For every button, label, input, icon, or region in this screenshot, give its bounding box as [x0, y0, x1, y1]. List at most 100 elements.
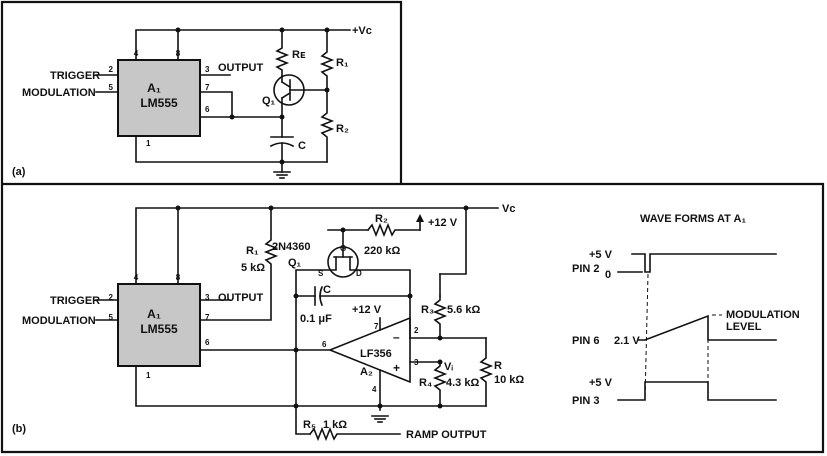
wire-r3-top-b	[439, 207, 467, 275]
fet-source-b	[295, 256, 337, 351]
modulation-label-b: MODULATION	[22, 315, 96, 327]
pin-7-b: 7	[205, 313, 210, 322]
pin6-level: 2.1 V	[614, 335, 640, 347]
r3-label-b: R₃	[421, 304, 434, 316]
pin-2-a: 2	[109, 65, 114, 74]
resistor-r2-b	[366, 222, 421, 238]
q1-collector-a	[280, 91, 292, 100]
chip-a1-b-name: A₁	[147, 307, 161, 321]
wire-pin7-a	[199, 91, 233, 118]
fet-s-b: S	[318, 269, 324, 278]
r4-label-b: R₄	[419, 377, 432, 389]
pin2-name: PIN 2	[572, 263, 600, 275]
pin-3-b: 3	[205, 293, 210, 302]
supply-label-b: Vᴄ	[502, 203, 515, 215]
pin-1-a: 1	[146, 139, 151, 148]
frame-b	[0, 182, 825, 454]
pin6-name: PIN 6	[572, 335, 600, 347]
pin-6-b: 6	[205, 338, 210, 347]
ramp-output-label-b: RAMP OUTPUT	[406, 429, 487, 441]
pin2-low: 0	[605, 269, 611, 281]
q1-label-a: Q₁	[262, 95, 276, 107]
cap-label-a: C	[298, 140, 306, 152]
chip-a1-a-name: A₁	[147, 81, 161, 95]
waveforms-title: WAVE FORMS AT A₁	[640, 213, 746, 225]
junction-b11	[377, 403, 383, 409]
pin-5-a: 5	[109, 83, 114, 92]
resistor-r1-b	[199, 207, 279, 321]
r2-label-a: R₂	[336, 123, 349, 135]
waveforms: WAVE FORMS AT A₁ PIN 2 +5 V 0 PIN 6 2.1 …	[572, 213, 800, 407]
label-b: (b)	[12, 423, 26, 435]
pin3-high: +5 V	[589, 377, 613, 389]
r1-value-b: 5 kΩ	[241, 262, 265, 274]
re-label-a: Rᴇ	[292, 49, 306, 61]
rail-vc-a	[135, 29, 351, 61]
opamp-ref-b: A₂	[360, 366, 373, 378]
arrow-12v-b	[416, 214, 424, 222]
wire-r5-left-b	[295, 349, 311, 435]
chip-a1-b	[117, 283, 201, 367]
resistor-r3-b	[432, 295, 448, 339]
frame-a	[0, 0, 403, 184]
circuit-b: A₁ LM555 4 8 2 5 3 7 6 1 TRIGGER MODULAT…	[12, 203, 524, 442]
pin-1-b: 1	[146, 371, 151, 380]
r4-value-b: 4.3 kΩ	[446, 377, 479, 389]
fet-g-b: G	[340, 244, 346, 253]
resistor-r-b	[478, 337, 494, 407]
output-label-a: OUTPUT	[218, 62, 264, 74]
fet-label-b: Q₁	[288, 257, 302, 269]
junction-a7	[279, 159, 285, 165]
pin-6-a: 6	[205, 105, 210, 114]
rail-vc-b	[135, 207, 499, 285]
r2-label-b: R₂	[375, 213, 388, 225]
supply-label-a: +Vᴄ	[352, 25, 372, 37]
resistor-re-a	[274, 29, 290, 77]
resistor-r5-b	[308, 426, 401, 442]
pin-7-a: 7	[205, 83, 210, 92]
pin-2-b: 2	[109, 293, 114, 302]
junction-a2	[175, 27, 181, 33]
fet-part-b: 2N4360	[272, 241, 311, 253]
trigger-label-b: TRIGGER	[50, 295, 100, 307]
q1-emitter-a	[280, 80, 292, 89]
rail-gnd-a	[135, 135, 328, 163]
pin3-name: PIN 3	[572, 395, 600, 407]
resistor-r2-a	[319, 89, 335, 163]
pin-5-b: 5	[109, 313, 114, 322]
circuit-a: A₁ LM555 4 8 2 5 3 7 6 1 TRIGGER MODULAT…	[12, 25, 372, 179]
modulation-label-a: MODULATION	[22, 87, 96, 99]
resistor-r1-a	[319, 29, 335, 91]
junction-b12	[437, 403, 443, 409]
r-value-b: 10 kΩ	[494, 374, 524, 386]
r1-label-b: R₁	[246, 245, 259, 257]
resistor-r4-b	[432, 361, 448, 407]
fet-drain-b	[349, 256, 411, 297]
timing-guide-1	[644, 273, 649, 401]
chip-a1-a-part: LM555	[140, 96, 178, 110]
pin6-note1: MODULATION	[726, 309, 800, 321]
pin3-waveform	[617, 381, 777, 401]
r1-label-a: R₁	[336, 57, 349, 69]
cap-value-b: 0.1 μF	[300, 313, 332, 325]
pin6-note2: LEVEL	[726, 321, 762, 333]
opamp-lf356-b	[327, 316, 411, 384]
opamp-plus-b: +	[393, 361, 400, 375]
output-label-b: OUTPUT	[218, 292, 264, 304]
fet-d-b: D	[356, 269, 362, 278]
junction-b1	[175, 205, 181, 211]
opamp-pin6-b: 6	[322, 340, 327, 349]
opamp-label-b: LF356	[360, 348, 392, 360]
pin2-waveform	[631, 253, 777, 273]
cap-label-b: C	[323, 284, 331, 296]
chip-a1-b-part: LM555	[140, 322, 178, 336]
r5-value-b: 1 kΩ	[323, 419, 347, 431]
chip-a1-a	[117, 59, 201, 137]
vi-label-b: Vᵢ	[444, 361, 453, 373]
opamp-pin7-b: 7	[374, 322, 379, 331]
r2-value-b: 220 kΩ	[364, 245, 401, 257]
rail-gnd-b	[135, 365, 487, 407]
r5-label-b: R₅	[303, 419, 316, 431]
junction-a1	[229, 114, 235, 120]
